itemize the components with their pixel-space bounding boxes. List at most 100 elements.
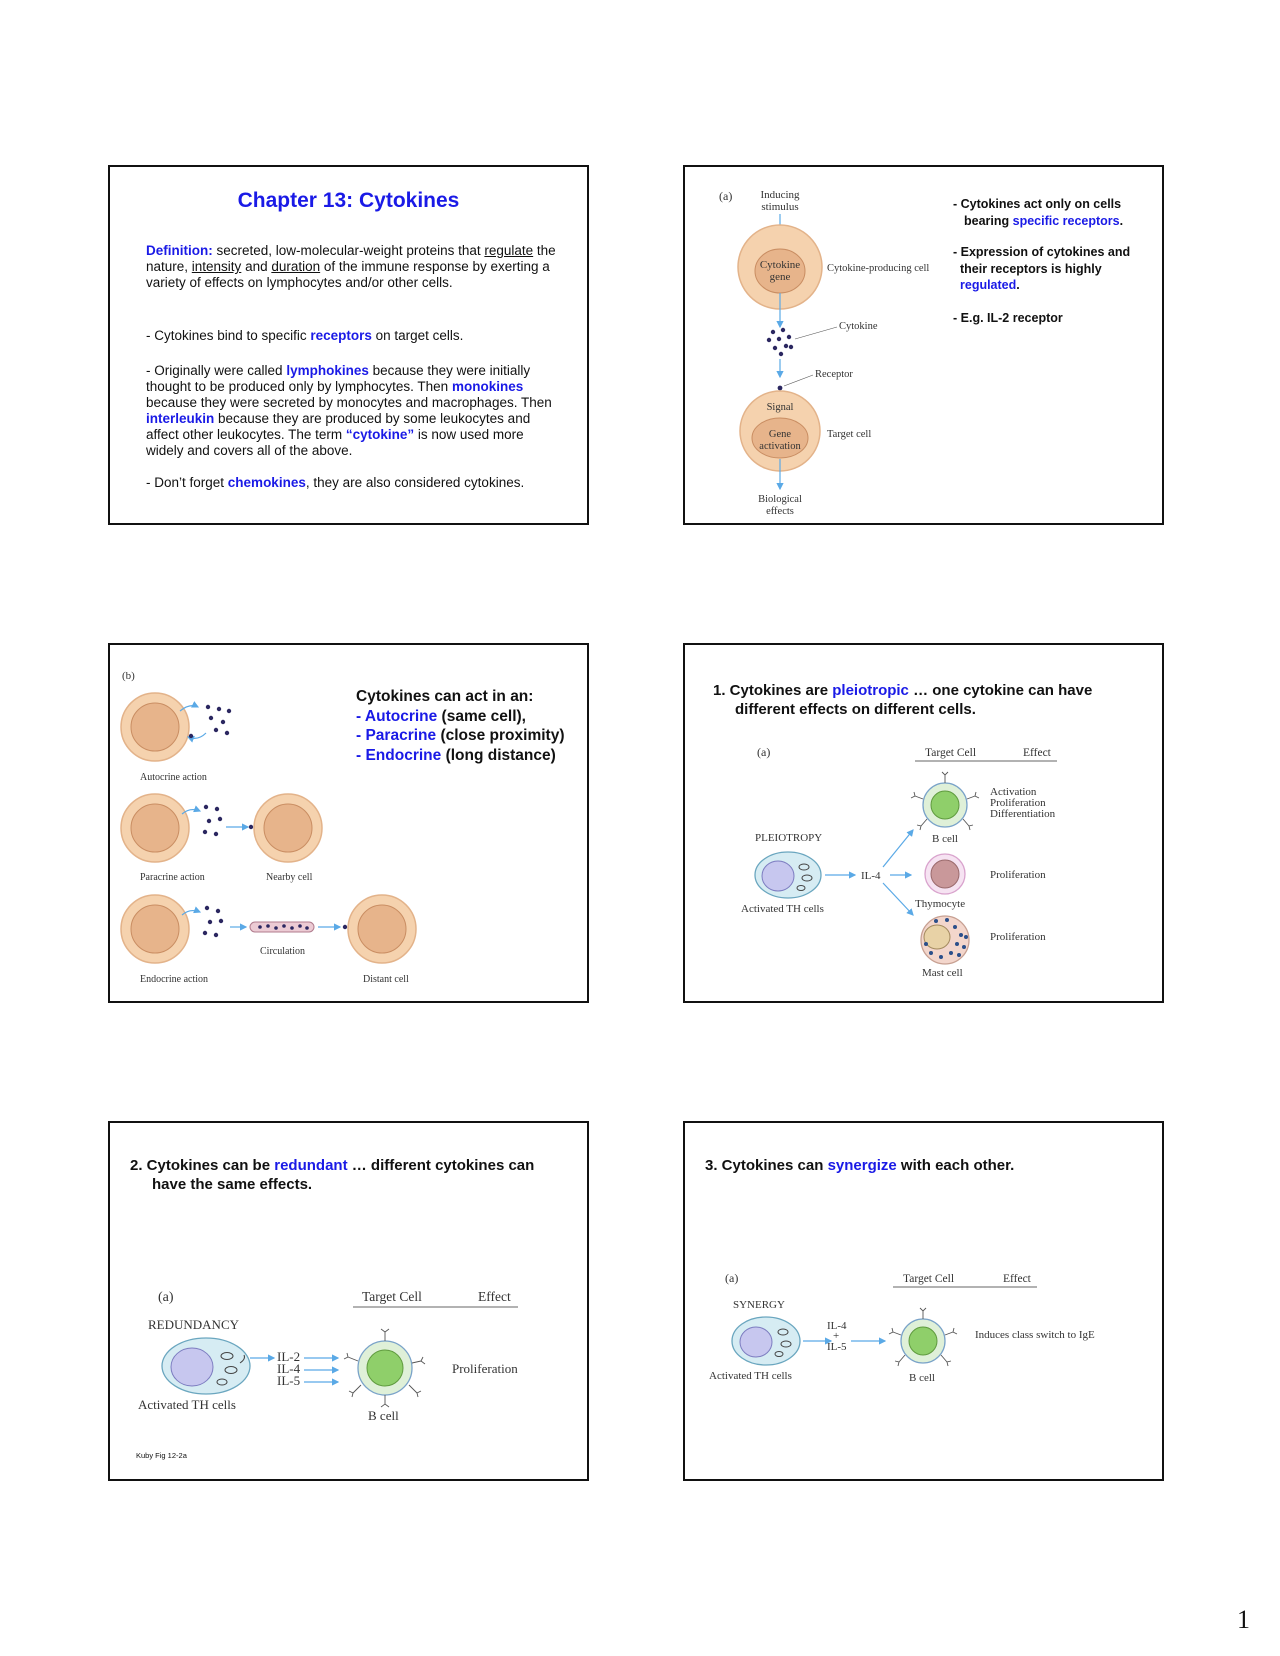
- effect-proliferation: Proliferation: [990, 797, 1046, 809]
- keyword-specific-receptors: specific receptors: [1012, 213, 1120, 228]
- th-organelle: [216, 1378, 228, 1386]
- cytokine-dots: [766, 327, 794, 357]
- list-text: (long distance): [441, 746, 556, 764]
- bcell-nucleus: [930, 790, 960, 820]
- bcell-receptors: [343, 1328, 426, 1408]
- il4-label: IL-4: [861, 870, 881, 882]
- mast-cell-label: Mast cell: [922, 967, 963, 979]
- fig-label: (a): [757, 745, 770, 759]
- activated-th-label: Activated TH cells: [709, 1370, 792, 1382]
- definition-paragraph: Definition: secreted, low-molecular-weig…: [146, 243, 561, 291]
- slide-heading: 2. Cytokines can be redundant … differen…: [130, 1156, 580, 1194]
- autocrine-nucleus: [130, 702, 180, 752]
- th-organelle: [774, 1351, 784, 1357]
- slide-redundancy: 2. Cytokines can be redundant … differen…: [108, 1121, 589, 1481]
- th-organelle: [777, 1328, 789, 1336]
- keyword-redundant: redundant: [274, 1157, 348, 1174]
- distant-caption: Distant cell: [363, 974, 409, 985]
- heading-text: with each other.: [896, 1157, 1015, 1174]
- bullet-text: bearing: [964, 213, 1013, 228]
- th-organelle: [796, 885, 806, 891]
- action-modes-diagram: (b) Autocrine action Paracrine action Ne…: [120, 670, 417, 985]
- fig-label: (a): [719, 189, 732, 203]
- autocrine-dots: [188, 704, 232, 739]
- target-cell-nucleus: [751, 417, 809, 459]
- bullet-il2: - E.g. IL-2 receptor: [953, 311, 1063, 325]
- keyword-lymphokines: lymphokines: [286, 363, 369, 378]
- endocrine-nucleus: [130, 904, 180, 954]
- paragraph-text: because they were initially thought to b…: [146, 363, 531, 394]
- stimulus-label: stimulus: [761, 201, 798, 213]
- bcell-receptors: [888, 1307, 958, 1367]
- slide-title: Chapter 13: Cytokines: [237, 189, 460, 212]
- heading-text: different effects on different cells.: [735, 701, 976, 718]
- keyword-interleukin: interleukin: [146, 411, 215, 426]
- bullet-regulated: - Expression of cytokines and their rece…: [953, 244, 1158, 294]
- circulation-dots: [258, 924, 309, 930]
- fig-label: (b): [122, 670, 135, 682]
- pleiotropy-diagram: (a) Target Cell Effect PLEIOTROPY Activa…: [741, 745, 1057, 979]
- endocrine-caption: Endocrine action: [140, 974, 208, 985]
- effect-header: Effect: [478, 1289, 511, 1304]
- fig-label: (a): [158, 1290, 174, 1305]
- heading-text: 2. Cytokines can be: [130, 1157, 275, 1174]
- bcell-label: B cell: [368, 1408, 399, 1423]
- effect-header: Effect: [1003, 1273, 1032, 1285]
- autocrine-arrow-out: [179, 701, 200, 712]
- distant-nucleus: [357, 904, 407, 954]
- effect-differentiation: Differentiation: [990, 808, 1056, 820]
- keyword-synergize: synergize: [827, 1157, 897, 1174]
- synergy-diagram: (a) Target Cell Effect SYNERGY Activated…: [709, 1271, 1095, 1384]
- paracrine-bound-dot: [248, 824, 254, 830]
- list-dash: -: [356, 707, 365, 725]
- effect-thymocyte: Proliferation: [990, 869, 1046, 881]
- il4-label: IL-4: [277, 1361, 301, 1376]
- effect-proliferation: Proliferation: [452, 1361, 518, 1376]
- activated-th-label: Activated TH cells: [138, 1397, 236, 1412]
- heading-text: … different cytokines can: [347, 1157, 535, 1174]
- th-organelle: [224, 1366, 238, 1374]
- receptor-leader: [783, 374, 814, 387]
- endocrine-arrow-out: [181, 906, 202, 916]
- il5-label: IL-5: [277, 1373, 300, 1388]
- cytokine-gene-label: Cytokine: [760, 259, 800, 271]
- heading-text: 1. Cytokines are: [713, 682, 833, 699]
- bcell-nucleus: [366, 1349, 404, 1387]
- bullet-text: .: [1119, 213, 1124, 228]
- mast-cell-granules: [924, 918, 968, 959]
- heading-text: … one cytokine can have: [908, 682, 1093, 699]
- bio-effects-label: effects: [766, 506, 794, 517]
- slide-cytokine-action: (a) Inducing stimulus Cytokine gene Cyto…: [683, 165, 1164, 525]
- paragraph-text: because they were secreted by monocytes …: [146, 395, 552, 410]
- slide-action-modes: (b) Autocrine action Paracrine action Ne…: [108, 643, 589, 1003]
- definition-regulate: regulate: [484, 243, 534, 258]
- list-dash: -: [356, 746, 366, 764]
- th-organelle: [220, 1352, 234, 1360]
- keyword-endocrine: Endocrine: [365, 746, 442, 764]
- slide-heading: 1. Cytokines are pleiotropic … one cytok…: [713, 681, 1153, 719]
- paragraph-text: - Cytokines bind to specific: [146, 328, 311, 343]
- list-text: (same cell),: [437, 707, 526, 725]
- paragraph-text: - Originally were called: [146, 363, 287, 378]
- activated-th-label: Activated TH cells: [741, 903, 824, 915]
- keyword-regulated: regulated: [960, 278, 1017, 292]
- bullet-text: - Expression of cytokines and: [953, 245, 1131, 259]
- keyword-monokines: monokines: [451, 379, 524, 394]
- endocrine-bound-dot: [342, 924, 348, 930]
- circulation-vessel: [249, 921, 315, 933]
- fig-label: (a): [725, 1271, 738, 1285]
- thymocyte-label: Thymocyte: [915, 898, 965, 910]
- cytokine-gene-label: gene: [770, 271, 791, 283]
- slide-chapter-title: Chapter 13: Cytokines Definition: secret…: [108, 165, 589, 525]
- autocrine-caption: Autocrine action: [140, 772, 207, 783]
- cytokine-action-diagram: (a) Inducing stimulus Cytokine gene Cyto…: [719, 189, 929, 517]
- bio-effects-label: Biological: [758, 494, 802, 505]
- th-organelle: [801, 874, 813, 882]
- target-cell-label: Target cell: [827, 429, 871, 440]
- cytokine-label: Cytokine: [839, 321, 878, 332]
- slide-synergy: 3. Cytokines can synergize with each oth…: [683, 1121, 1164, 1481]
- th-organelle: [798, 863, 810, 871]
- arrow-to-bcell: [882, 829, 914, 868]
- keyword-autocrine: Autocrine: [364, 707, 438, 725]
- paragraph-text: because they are produced by some leukoc…: [146, 411, 531, 442]
